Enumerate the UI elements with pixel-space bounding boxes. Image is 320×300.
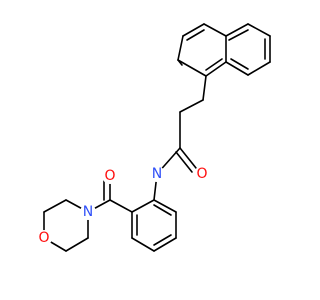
bond bbox=[182, 23, 205, 37]
bond bbox=[153, 199, 177, 213]
bond bbox=[202, 75, 207, 101]
bond-layer bbox=[43, 23, 271, 252]
bond bbox=[153, 234, 172, 246]
atom-label: N bbox=[152, 166, 162, 182]
atom-o-morpholine: O bbox=[36, 230, 52, 246]
bond bbox=[177, 35, 184, 61]
bond bbox=[131, 199, 155, 213]
atom-label: N bbox=[83, 204, 93, 220]
bond bbox=[177, 59, 207, 77]
bond bbox=[65, 237, 89, 252]
bond bbox=[177, 59, 183, 66]
atom-label-layer: N O O N O bbox=[36, 166, 210, 246]
bond bbox=[175, 151, 193, 173]
bond bbox=[205, 61, 227, 77]
bond bbox=[247, 23, 271, 37]
bond bbox=[179, 99, 204, 113]
bond bbox=[225, 23, 249, 37]
atom-o-amide: O bbox=[194, 166, 210, 182]
atom-label: O bbox=[196, 166, 207, 182]
molecule-diagram: N O O N O bbox=[36, 23, 271, 252]
atom-o-ketone: O bbox=[102, 168, 118, 184]
bond bbox=[186, 29, 205, 41]
bond bbox=[153, 237, 177, 252]
bond bbox=[109, 199, 133, 213]
bond bbox=[225, 61, 249, 76]
bond bbox=[153, 204, 172, 216]
atom-n-morpholine: N bbox=[80, 204, 96, 220]
bond bbox=[247, 61, 271, 76]
bond bbox=[203, 23, 227, 37]
atom-n-amide: N bbox=[149, 166, 165, 182]
bond bbox=[228, 29, 249, 41]
bond bbox=[43, 199, 67, 213]
bond bbox=[131, 237, 155, 252]
bond bbox=[179, 147, 197, 169]
atom-label: O bbox=[38, 230, 49, 246]
bond bbox=[230, 58, 249, 70]
bond bbox=[205, 58, 223, 71]
atom-label: O bbox=[104, 168, 115, 184]
